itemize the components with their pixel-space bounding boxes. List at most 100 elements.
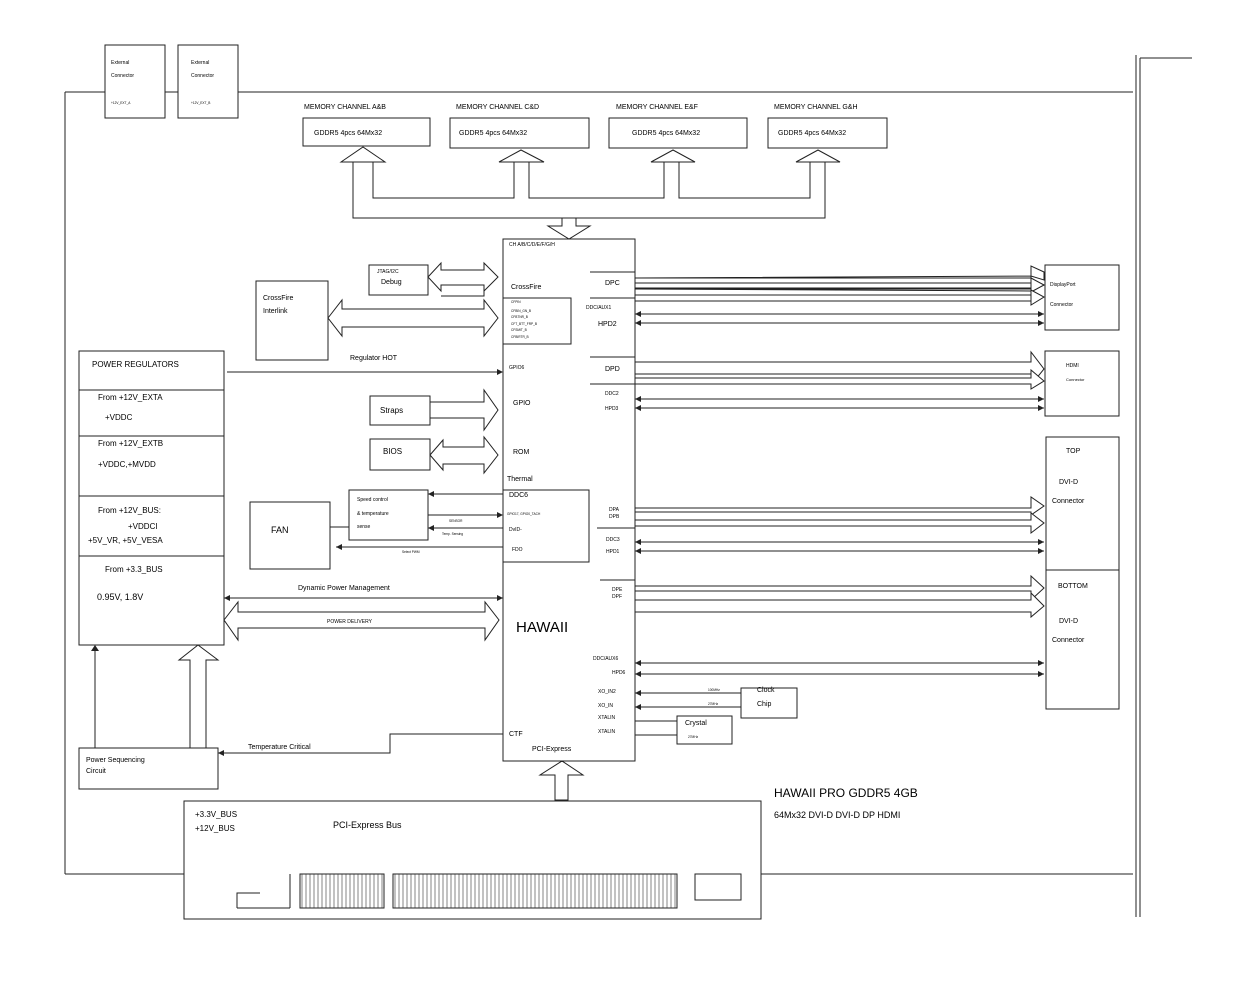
board-outline — [64, 55, 1192, 917]
dvi-bottom-connector: BOTTOM DVI-D Connector — [1045, 569, 1120, 710]
svg-text:DDC2: DDC2 — [605, 391, 619, 397]
pcie-pins — [301, 874, 676, 908]
svg-text:DPA: DPA — [609, 507, 620, 513]
svg-text:Select PWM: Select PWM — [402, 550, 420, 554]
clock-chip-block: Clock Chip 100MHz 27MHz — [635, 687, 798, 719]
power-regulators: POWER REGULATORS From +12V_EXTA +VDDC Fr… — [78, 350, 225, 646]
crossfire-interlink-block: CrossFire Interlink — [255, 280, 499, 361]
svg-text:PCI-Express Bus: PCI-Express Bus — [333, 820, 402, 830]
svg-text:Power Sequencing: Power Sequencing — [86, 757, 145, 764]
svg-text:POWER DELIVERY: POWER DELIVERY — [327, 619, 373, 625]
svg-text:CrossFire: CrossFire — [511, 284, 541, 291]
svg-text:Speed control: Speed control — [357, 497, 388, 503]
svg-text:DvID-: DvID- — [509, 527, 522, 533]
svg-text:From +12V_BUS:: From +12V_BUS: — [98, 506, 161, 515]
svg-text:MEMORY CHANNEL E&F: MEMORY CHANNEL E&F — [616, 104, 698, 111]
svg-text:DDC3: DDC3 — [606, 537, 620, 543]
svg-text:Crystal: Crystal — [685, 720, 707, 727]
svg-text:CFSMIT_B: CFSMIT_B — [511, 328, 527, 332]
svg-text:Straps: Straps — [380, 406, 403, 415]
svg-text:27MHz: 27MHz — [688, 735, 699, 739]
svg-text:HAWAII: HAWAII — [516, 619, 568, 636]
dynamic-power-management: Dynamic Power Management — [224, 585, 503, 601]
svg-text:External: External — [111, 60, 129, 66]
pcie-arrow — [538, 760, 585, 801]
svg-text:Interlink: Interlink — [263, 308, 288, 315]
fan-block: FAN — [249, 501, 331, 570]
svg-text:+VDDC,+MVDD: +VDDC,+MVDD — [98, 460, 156, 469]
svg-text:100MHz: 100MHz — [708, 688, 720, 692]
svg-text:CFPIN: CFPIN — [511, 300, 521, 304]
dvi-top-outputs — [634, 496, 1045, 554]
svg-text:CFBIRTR_B: CFBIRTR_B — [511, 335, 529, 339]
memory-channel-ef: MEMORY CHANNEL E&F GDDR5 4pcs 64Mx32 — [608, 104, 748, 149]
external-connector-a: External Connector +12V_EXT_A — [104, 44, 166, 119]
external-connector-b: External Connector +12V_EXT_B — [177, 44, 239, 119]
svg-text:CFBIN_GN_B: CFBIN_GN_B — [511, 309, 531, 313]
svg-text:ROM: ROM — [513, 449, 530, 456]
svg-text:FAN: FAN — [271, 525, 289, 535]
svg-text:GDDR5 4pcs 64Mx32: GDDR5 4pcs 64Mx32 — [459, 130, 527, 137]
svg-text:Temperature Critical: Temperature Critical — [248, 744, 311, 751]
svg-text:SENSOR: SENSOR — [449, 519, 463, 523]
svg-text:+VDDC: +VDDC — [105, 413, 133, 422]
svg-text:MEMORY CHANNEL C&D: MEMORY CHANNEL C&D — [456, 104, 539, 111]
svg-text:BIOS: BIOS — [383, 447, 402, 456]
svg-text:27MHz: 27MHz — [708, 702, 719, 706]
svg-text:CTF: CTF — [509, 731, 523, 738]
svg-text:Temp. Sensing: Temp. Sensing — [442, 532, 463, 536]
svg-text:HAWAII PRO GDDR5 4GB: HAWAII PRO GDDR5 4GB — [774, 786, 918, 800]
svg-text:+VDDCI: +VDDCI — [128, 522, 158, 531]
svg-text:DDC/AUX1: DDC/AUX1 — [586, 305, 612, 311]
svg-text:GDDR5 4pcs 64Mx32: GDDR5 4pcs 64Mx32 — [632, 130, 700, 137]
svg-text:Thermal: Thermal — [507, 476, 533, 483]
svg-text:GPIO6: GPIO6 — [509, 365, 525, 371]
svg-text:PCI-Express: PCI-Express — [532, 746, 572, 753]
svg-text:DPD: DPD — [605, 366, 620, 373]
svg-text:+5V_VR, +5V_VESA: +5V_VR, +5V_VESA — [88, 536, 163, 545]
straps-block: Straps — [369, 388, 499, 432]
svg-text:HPD1: HPD1 — [606, 549, 620, 555]
svg-text:BOTTOM: BOTTOM — [1058, 583, 1088, 590]
svg-text:HPD3: HPD3 — [605, 406, 619, 412]
svg-text:CH A/B/C/D/E/F/G/H: CH A/B/C/D/E/F/G/H — [509, 242, 555, 248]
svg-text:GDDR5 4pcs 64Mx32: GDDR5 4pcs 64Mx32 — [314, 130, 382, 137]
svg-text:CFT_BTT_FRP_B: CFT_BTT_FRP_B — [511, 322, 537, 326]
svg-text:DisplayPort: DisplayPort — [1050, 282, 1076, 288]
memory-channel-gh: MEMORY CHANNEL G&H GDDR5 4pcs 64Mx32 — [767, 104, 888, 149]
svg-text:MEMORY CHANNEL A&B: MEMORY CHANNEL A&B — [304, 104, 386, 111]
memory-channel-cd: MEMORY CHANNEL C&D GDDR5 4pcs 64Mx32 — [449, 104, 590, 149]
svg-text:Connector: Connector — [1050, 302, 1073, 308]
svg-text:DPC: DPC — [605, 280, 620, 287]
svg-text:From +12V_EXTA: From +12V_EXTA — [98, 393, 163, 402]
svg-text:XO_IN2: XO_IN2 — [598, 689, 616, 695]
svg-text:From +12V_EXTB: From +12V_EXTB — [98, 439, 163, 448]
svg-text:Connector: Connector — [111, 73, 134, 79]
svg-text:Connector: Connector — [1052, 637, 1085, 644]
hdmi-connector: HDMI Connector — [1044, 350, 1120, 417]
jtag-debug-block: JTAG/I2C Debug — [368, 261, 499, 296]
svg-text:+3.3V_BUS: +3.3V_BUS — [195, 810, 237, 819]
svg-text:DPE: DPE — [612, 587, 623, 593]
dvi-top-connector: TOP DVI-D Connector — [1045, 436, 1120, 571]
svg-text:CrossFire: CrossFire — [263, 295, 293, 302]
svg-text:64Mx32 DVI-D DVI-D DP HDMI: 64Mx32 DVI-D DVI-D DP HDMI — [774, 810, 900, 820]
displayport-connector: DisplayPort Connector — [1044, 264, 1120, 331]
svg-text:CFBTNR_B: CFBTNR_B — [511, 315, 528, 319]
svg-text:XTALIN: XTALIN — [598, 729, 616, 735]
svg-text:FDO: FDO — [512, 547, 523, 553]
svg-text:HPD2: HPD2 — [598, 321, 617, 328]
svg-text:Circuit: Circuit — [86, 768, 106, 775]
svg-text:+12V_BUS: +12V_BUS — [195, 824, 235, 833]
svg-text:Connector: Connector — [191, 73, 214, 79]
svg-text:DPB: DPB — [609, 514, 620, 520]
svg-text:DVI-D: DVI-D — [1059, 479, 1078, 486]
svg-text:Regulator HOT: Regulator HOT — [350, 355, 398, 362]
svg-text:0.95V, 1.8V: 0.95V, 1.8V — [97, 592, 143, 602]
svg-text:TOP: TOP — [1066, 448, 1081, 455]
svg-text:Connector: Connector — [1066, 377, 1085, 382]
bios-block: BIOS — [369, 435, 499, 475]
svg-text:+12V_EXT_B: +12V_EXT_B — [191, 101, 210, 105]
crystal-block: Crystal 27MHz — [635, 715, 733, 745]
